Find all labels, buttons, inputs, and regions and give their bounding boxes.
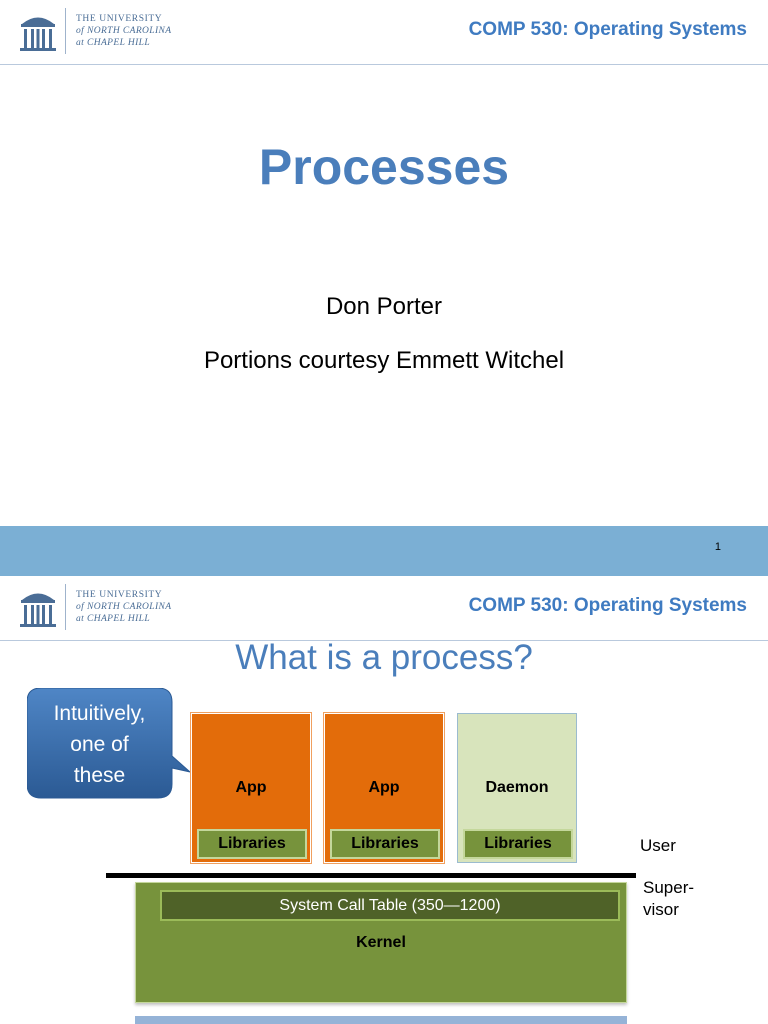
libraries-box: Libraries: [463, 829, 573, 859]
university-line: of NORTH CAROLINA: [76, 602, 172, 612]
slide-1: THE UNIVERSITY of NORTH CAROLINA at CHAP…: [0, 0, 768, 576]
header-divider: [0, 64, 768, 65]
slide-title: Processes: [258, 139, 510, 195]
logo-divider: [65, 8, 66, 54]
supervisor-line: visor: [643, 900, 679, 919]
university-name: THE UNIVERSITY of NORTH CAROLINA at CHAP…: [76, 13, 171, 49]
libraries-box: Libraries: [197, 829, 307, 859]
slide-title: What is a process?: [235, 638, 533, 677]
callout-text: Intuitively, one of these: [27, 698, 172, 791]
course-title: COMP 530: Operating Systems: [468, 19, 747, 40]
course-title: COMP 530: Operating Systems: [468, 595, 747, 616]
slide-header: THE UNIVERSITY of NORTH CAROLINA at CHAP…: [0, 576, 768, 640]
privilege-boundary-line: [106, 873, 636, 878]
daemon-box: Daemon Libraries: [457, 713, 577, 863]
courtesy-line: Portions courtesy Emmett Witchel: [203, 347, 565, 374]
author-name: Don Porter: [325, 293, 443, 320]
callout-line: these: [73, 764, 126, 787]
box-label: App: [235, 779, 267, 796]
kernel-label: Kernel: [356, 934, 406, 951]
unc-old-well-logo: [18, 10, 58, 54]
university-line: at CHAPEL HILL: [76, 38, 151, 48]
page-number: 1: [714, 541, 721, 553]
app-box: App Libraries: [190, 712, 312, 864]
callout-line: one of: [70, 733, 129, 756]
university-line: of NORTH CAROLINA: [76, 26, 172, 36]
callout-line: Intuitively,: [53, 702, 146, 725]
slide-footer: 1: [0, 526, 768, 576]
university-name: THE UNIVERSITY of NORTH CAROLINA at CHAP…: [76, 589, 171, 625]
libraries-box: Libraries: [330, 829, 440, 859]
user-mode-label: User: [640, 836, 676, 855]
university-line: THE UNIVERSITY: [76, 590, 163, 600]
hardware-layer-bar: [135, 1016, 627, 1024]
callout-bubble: Intuitively, one of these: [27, 688, 192, 799]
university-line: at CHAPEL HILL: [76, 614, 151, 624]
slide-2: THE UNIVERSITY of NORTH CAROLINA at CHAP…: [0, 576, 768, 1024]
logo-divider: [65, 584, 66, 630]
unc-old-well-logo: [18, 586, 58, 630]
supervisor-line: Super-: [643, 878, 695, 897]
kernel-box: System Call Table (350—1200) Kernel: [135, 882, 627, 1003]
supervisor-mode-label: Super- visor: [643, 877, 694, 921]
university-line: THE UNIVERSITY: [76, 14, 163, 24]
header-divider: [0, 640, 768, 641]
app-box: App Libraries: [323, 712, 445, 864]
slide-header: THE UNIVERSITY of NORTH CAROLINA at CHAP…: [0, 0, 768, 64]
box-label: App: [368, 779, 400, 796]
system-call-table: System Call Table (350—1200): [160, 890, 620, 921]
box-label: Daemon: [485, 779, 549, 796]
